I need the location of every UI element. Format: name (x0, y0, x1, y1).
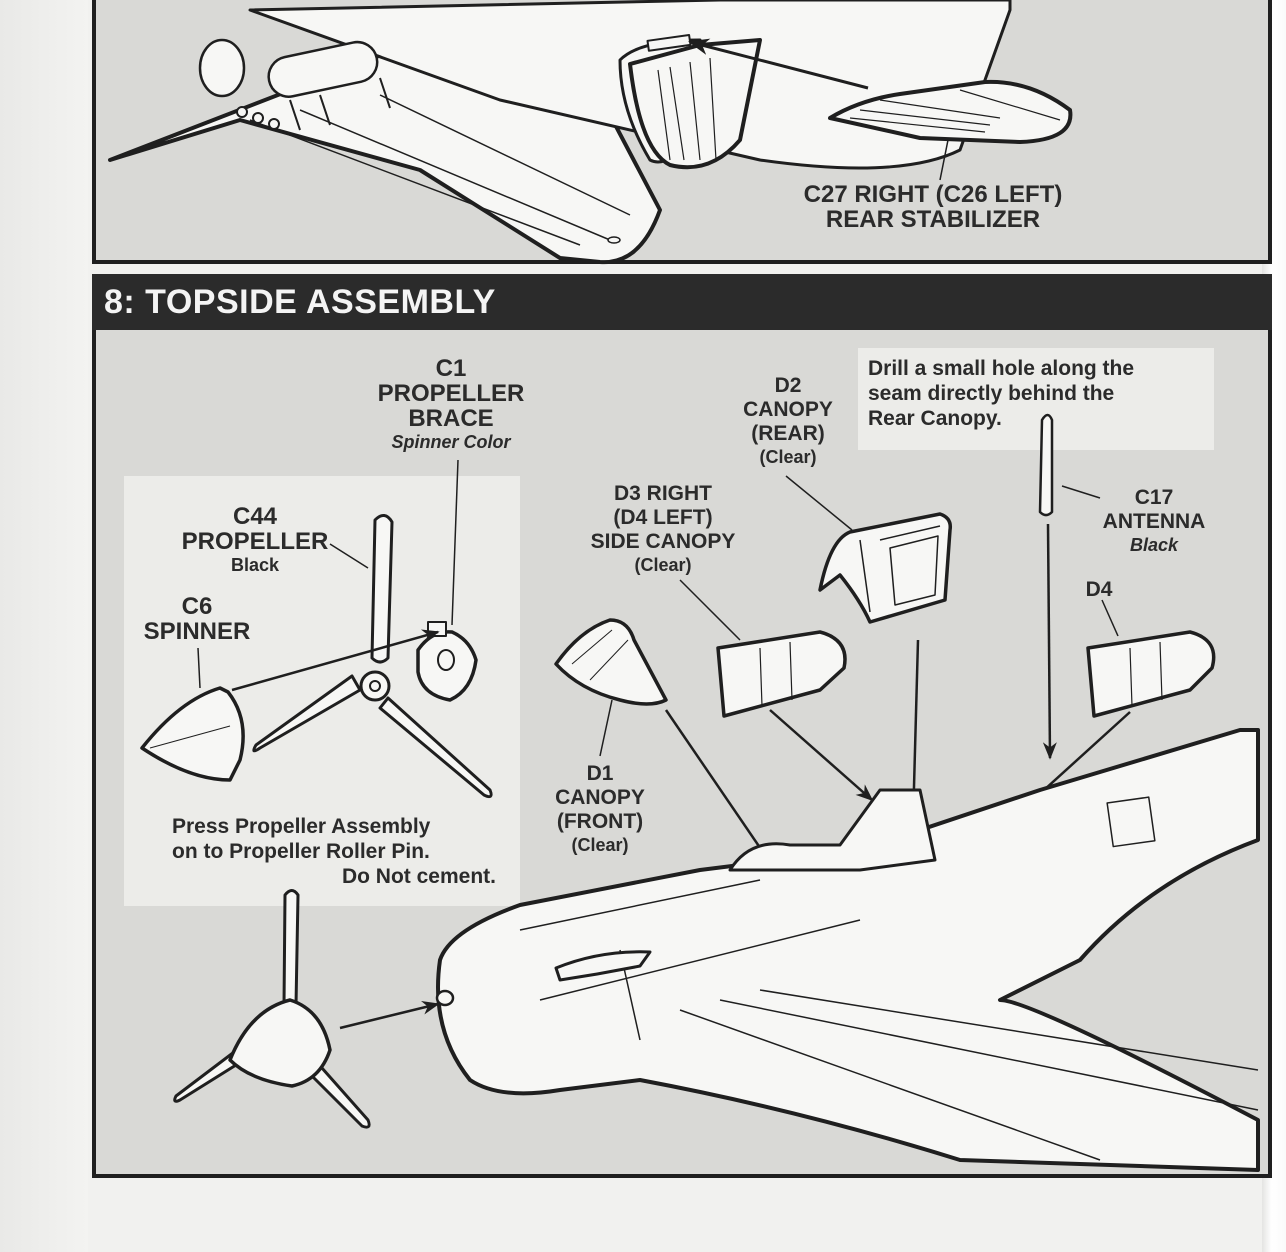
wing-tip-light (607, 236, 621, 244)
page-margin (0, 0, 88, 1252)
fuselage-body (436, 728, 1260, 1172)
callout-c1-propeller-brace: C1 PROPELLER BRACE Spinner Color (366, 356, 536, 454)
rocket-stub-2 (252, 112, 264, 124)
part-number: C27 RIGHT (C26 LEFT) (803, 181, 1063, 208)
part-name-2: BRACE (408, 405, 494, 432)
part-number: C17 (1134, 486, 1174, 509)
side-canopy-d3 (716, 630, 847, 718)
part-number: C1 (435, 355, 467, 382)
part-name: REAR STABILIZER (825, 206, 1041, 233)
step-title: 8: TOPSIDE ASSEMBLY (104, 283, 496, 321)
bomb-rack (289, 77, 391, 131)
canopy-rear-d2 (818, 512, 953, 624)
press-note-line: Press Propeller Assembly (172, 815, 431, 838)
paint-color: (Clear) (634, 555, 692, 575)
callout-d3-side-canopy: D3 RIGHT (D4 LEFT) SIDE CANOPY (Clear) (568, 482, 758, 577)
exhaust-stacks (554, 950, 652, 982)
part-number: C6 (181, 593, 213, 620)
part-name: SPINNER (143, 618, 251, 645)
rocket-stub-3 (268, 118, 280, 130)
access-hatch (1106, 796, 1156, 848)
canopy-front-d1 (554, 618, 668, 706)
stabilizer-leader (939, 139, 949, 181)
antenna-c17 (1038, 413, 1054, 517)
drill-note-box (858, 348, 1214, 450)
part-name: PROPELLER (377, 380, 525, 407)
part-name: ANTENNA (1102, 510, 1206, 533)
propeller-assembled (173, 889, 371, 1129)
assembled-spinner (228, 998, 332, 1088)
part-number: D4 (1085, 578, 1113, 601)
assembled-blade-up (282, 889, 300, 1010)
callout-c6-spinner: C6 SPINNER (132, 594, 262, 644)
canopy-parts (554, 413, 1216, 718)
propeller-press-note: Press Propeller Assembly on to Propeller… (172, 814, 502, 889)
c44-leader (329, 543, 369, 569)
paint-color: (Clear) (759, 447, 817, 467)
fuselage (435, 728, 1260, 1172)
press-note-line: on to Propeller Roller Pin. (172, 840, 430, 863)
spinner-c6 (140, 686, 245, 782)
cockpit-opening (728, 788, 937, 872)
part-name: CANOPY (743, 398, 833, 421)
callout-rear-stabilizer: C27 RIGHT (C26 LEFT) REAR STABILIZER (788, 182, 1078, 232)
propeller-blade-up (370, 514, 394, 664)
propeller-shaft-hub (435, 989, 455, 1007)
propeller-blade-right (378, 696, 493, 799)
part-number: D3 RIGHT (613, 482, 712, 505)
rear-stabilizer-part (828, 79, 1073, 144)
step-8-header: 8: TOPSIDE ASSEMBLY (92, 274, 1272, 330)
drill-note-line: Rear Canopy. (868, 407, 1002, 430)
step-7-airframe (108, 0, 1012, 265)
callout-d2-canopy-rear: D2 CANOPY (REAR) (Clear) (728, 374, 848, 469)
rocket-stub-1 (236, 106, 248, 118)
part-name-2: (FRONT) (556, 810, 644, 833)
paint-color: Spinner Color (391, 432, 511, 452)
callout-c44-propeller: C44 PROPELLER Black (170, 504, 340, 577)
bomb-2 (267, 40, 379, 98)
propeller-to-pin-arrow (339, 1000, 440, 1030)
part-number: C44 (232, 503, 278, 530)
callout-d1-canopy-front: D1 CANOPY (FRONT) (Clear) (540, 762, 660, 857)
c6-leader (197, 647, 201, 689)
part-name: CANOPY (555, 786, 645, 809)
press-note-line: Do Not cement. (341, 865, 496, 888)
callout-c17-antenna: C17 ANTENNA Black (1088, 486, 1220, 557)
wing-root-lines (679, 989, 1259, 1161)
part-name: (D4 LEFT) (613, 506, 713, 529)
canopy-leaders (599, 475, 1119, 757)
drill-note-line: seam directly behind the (868, 382, 1115, 405)
paint-color: Black (230, 555, 280, 575)
propeller-exploded (140, 514, 493, 799)
c1-leader (451, 459, 459, 626)
drill-note-line: Drill a small hole along the (868, 357, 1135, 380)
bomb-1 (198, 38, 246, 98)
stabilizer-arrow (687, 38, 869, 90)
paint-color: Black (1129, 535, 1179, 555)
propeller-blade-left (252, 674, 362, 753)
part-name-2: SIDE CANOPY (590, 530, 736, 553)
drill-note: Drill a small hole along the seam direct… (868, 356, 1208, 431)
vertical-stabilizer (628, 38, 762, 170)
part-name-2: (REAR) (751, 422, 825, 445)
rudder-ribs (657, 57, 717, 161)
part-number: D2 (774, 374, 802, 397)
wing-panel-lines (249, 94, 631, 246)
part-number: D1 (586, 762, 614, 785)
part-name: PROPELLER (181, 528, 329, 555)
paint-color: (Clear) (571, 835, 629, 855)
spinner-to-brace-line (231, 629, 440, 692)
callout-d4: D4 (1074, 578, 1124, 602)
side-canopy-d4 (1086, 630, 1216, 718)
